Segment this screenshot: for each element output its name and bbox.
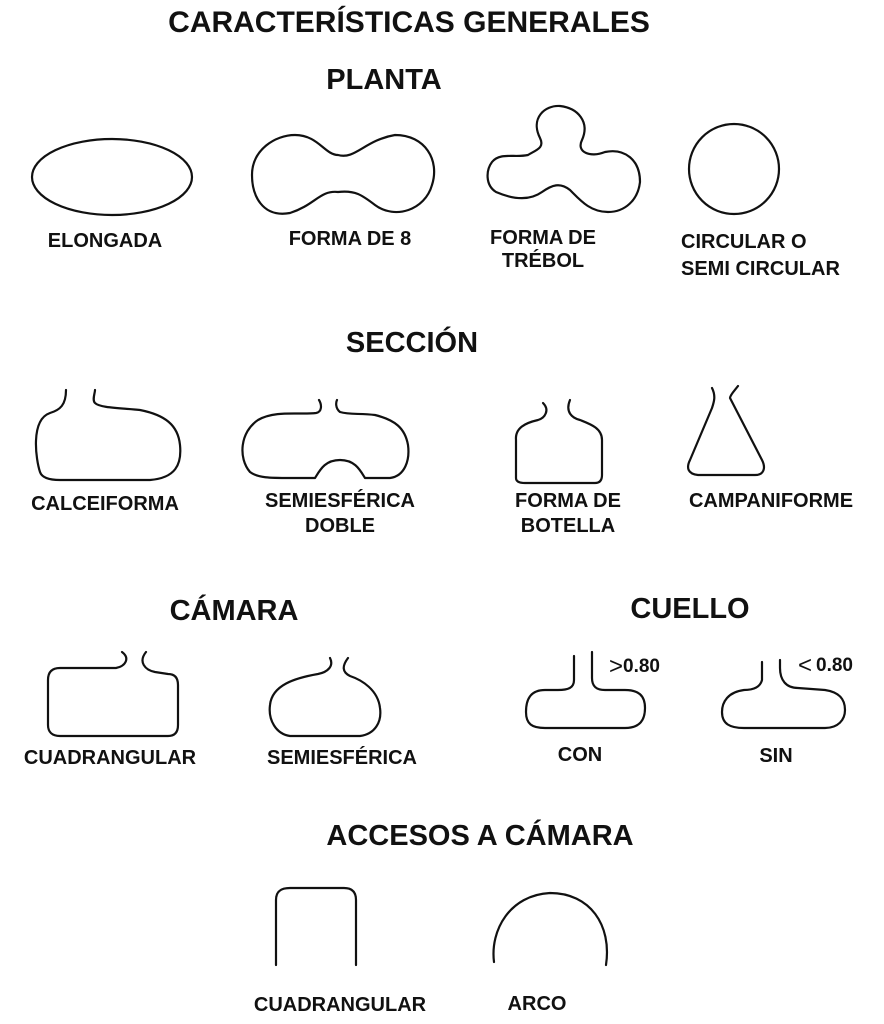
label-elongada: ELONGADA xyxy=(47,230,163,252)
heading-accesos: ACCESOS A CÁMARA xyxy=(326,820,634,852)
heading-camara: CÁMARA xyxy=(169,595,299,627)
shape-camara-cuadrangular xyxy=(46,650,180,738)
label-forma-de-botella: FORMA DE BOTELLA xyxy=(515,490,621,537)
shape-circular xyxy=(687,122,781,216)
label-calceiforma: CALCEIFORMA xyxy=(31,493,179,515)
shape-cuello-sin xyxy=(720,658,847,730)
label-forma-de-8: FORMA DE 8 xyxy=(288,228,412,250)
greater-than-symbol: > xyxy=(609,653,624,680)
label-forma-de-trebol: FORMA DE TRÉBOL xyxy=(490,227,596,272)
shape-forma-de-8 xyxy=(250,133,436,215)
label-cuadrangular-camara: CUADRANGULAR xyxy=(23,747,197,769)
annotation-sin-value: <0.80 xyxy=(798,652,853,679)
label-semiesferica-camara: SEMIESFÉRICA xyxy=(266,747,418,769)
label-arco: ARCO xyxy=(507,993,567,1015)
label-semiesferica-doble: SEMIESFÉRICA DOBLE xyxy=(264,490,416,537)
label-circular: CIRCULAR O SEMI CIRCULAR xyxy=(681,231,840,280)
label-campaniforme: CAMPANIFORME xyxy=(688,490,854,512)
shape-botella xyxy=(514,398,604,485)
heading-seccion: SECCIÓN xyxy=(345,327,479,359)
label-sin: SIN xyxy=(759,745,793,767)
shape-cuello-con xyxy=(524,650,647,730)
label-con: CON xyxy=(557,744,603,766)
label-cuadrangular-acceso: CUADRANGULAR xyxy=(253,994,427,1016)
shape-acceso-cuadrangular xyxy=(274,886,358,967)
shape-calceiforma xyxy=(34,388,182,482)
shape-elongada xyxy=(30,137,194,217)
page-title: CARACTERÍSTICAS GENERALES xyxy=(168,6,650,39)
shape-campaniforme xyxy=(687,384,766,477)
shape-acceso-arco xyxy=(492,891,609,967)
heading-cuello: CUELLO xyxy=(630,593,750,625)
shape-camara-semiesferica xyxy=(268,656,382,738)
less-than-symbol: < xyxy=(798,652,813,679)
shape-trebol xyxy=(486,104,642,214)
shape-semiesferica-doble xyxy=(241,398,410,480)
annotation-con-value: >0.80 xyxy=(609,653,660,680)
heading-planta: PLANTA xyxy=(326,64,442,96)
